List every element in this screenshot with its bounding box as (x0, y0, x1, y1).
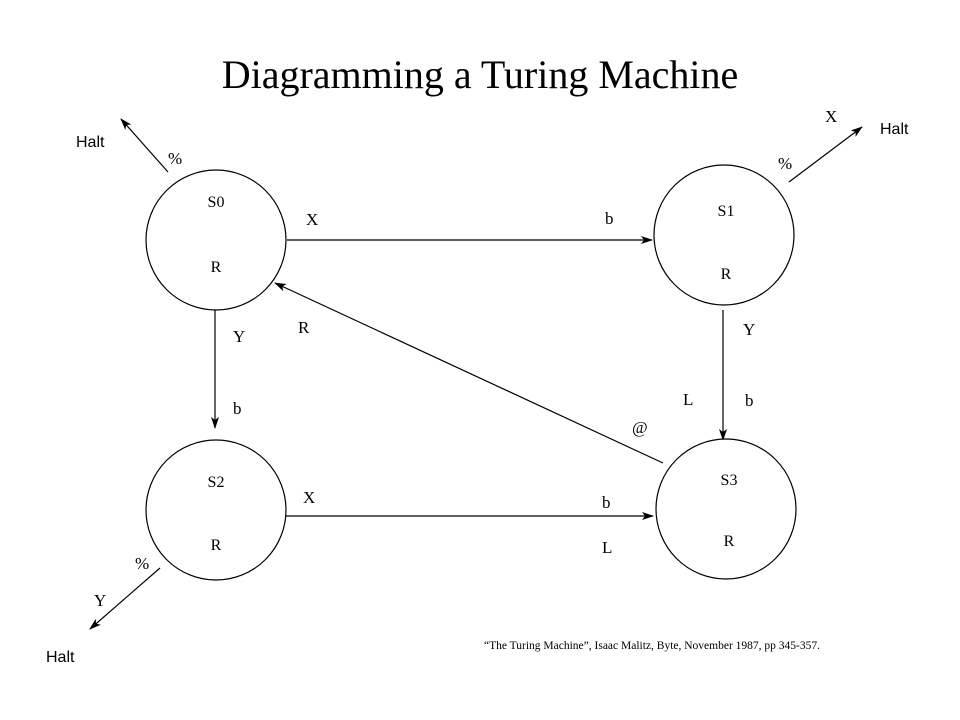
halt-label-s2: Halt (46, 649, 75, 666)
halt-label-s1: Halt (880, 121, 909, 138)
page-title: Diagramming a Turing Machine (222, 52, 739, 97)
state-s2-action: R (211, 537, 222, 554)
state-s1-action: R (721, 266, 732, 283)
edge-s3-s0-move: R (298, 318, 310, 337)
state-s2-circle (145, 439, 287, 581)
state-s0-action: R (211, 259, 222, 276)
edge-s0-s1-write: b (605, 209, 614, 228)
edge-s2-halt-read: % (135, 554, 149, 573)
edge-s1-s3-write: b (745, 391, 754, 410)
state-s0: S0 R (145, 169, 287, 311)
edge-s2-halt-write: Y (94, 591, 106, 610)
state-s3-circle (655, 438, 797, 580)
state-s1-name: S1 (718, 203, 735, 220)
citation: “The Turing Machine”, Isaac Malitz, Byte… (484, 640, 820, 652)
edge-s0-s2-write: b (233, 399, 242, 418)
edge-s1-s3-read: Y (743, 320, 755, 339)
edge-s3-s0-read: @ (632, 418, 648, 437)
edge-s0-halt-read: % (168, 149, 182, 168)
edge-s2-s3-write: b (602, 493, 611, 512)
state-s3-action: R (724, 533, 735, 550)
state-s3: S3 R (655, 438, 797, 580)
state-s2: S2 R (145, 439, 287, 581)
edge-s1-halt-read: % (778, 154, 792, 173)
edge-s2-halt (89, 567, 161, 630)
halt-label-s0: Halt (76, 134, 105, 151)
edge-s1-halt-write: X (825, 107, 837, 126)
edge-s1-halt (788, 126, 863, 183)
edge-s3-s0 (274, 282, 664, 464)
state-s1-circle (653, 164, 795, 306)
edge-s0-halt (120, 118, 169, 173)
edge-s2-s3-move: L (602, 538, 612, 557)
edge-s1-s3-move: L (683, 390, 693, 409)
edge-s0-s2-read: Y (233, 327, 245, 346)
state-s1: S1 R (653, 164, 795, 306)
state-s3-name: S3 (721, 472, 738, 489)
edge-s2-s3-read: X (303, 488, 315, 507)
state-s0-circle (145, 169, 287, 311)
edge-s0-s1-read: X (306, 210, 318, 229)
state-s0-name: S0 (208, 194, 225, 211)
state-s2-name: S2 (208, 474, 225, 491)
